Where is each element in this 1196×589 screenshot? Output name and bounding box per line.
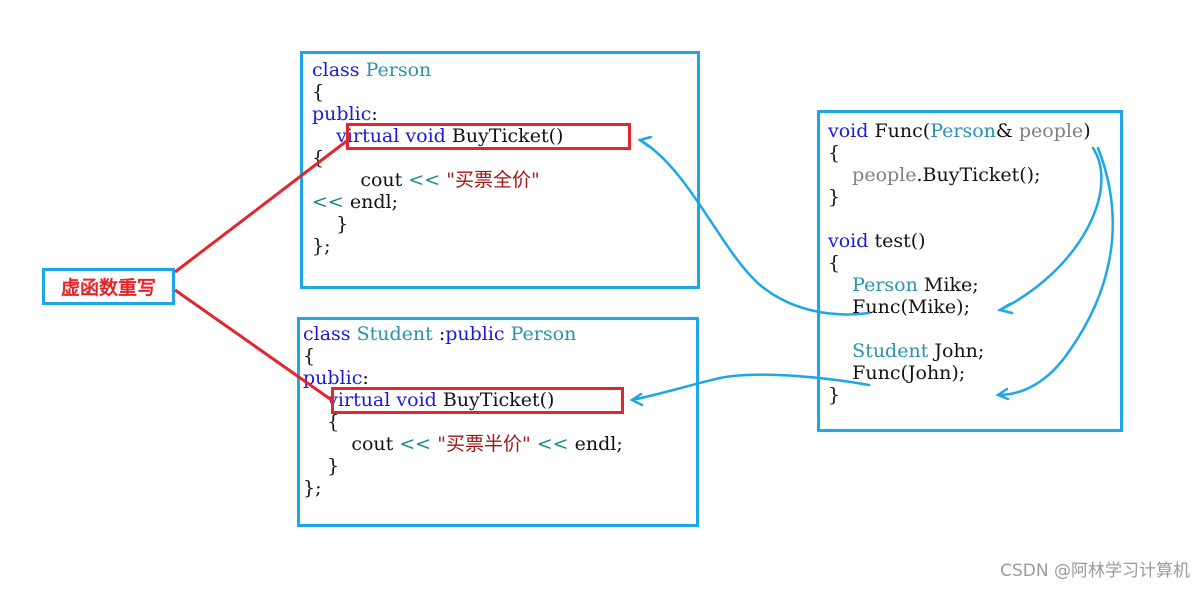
brace: } bbox=[336, 213, 349, 235]
ampersand: & bbox=[995, 120, 1013, 142]
arrowhead-mike bbox=[996, 302, 1014, 315]
arrowhead-student bbox=[629, 392, 644, 407]
method-name: BuyTicket() bbox=[451, 125, 564, 147]
keyword: void bbox=[396, 389, 437, 411]
brace: { bbox=[327, 411, 340, 433]
person-virtual-highlight bbox=[346, 123, 631, 150]
call-expression: Func(Mike); bbox=[852, 296, 970, 318]
operator: << bbox=[408, 169, 441, 191]
func-test-box: void Func(Person& people) { people.BuyTi… bbox=[817, 110, 1123, 432]
keyword: void bbox=[828, 120, 869, 142]
paren: ) bbox=[1083, 120, 1091, 142]
type-name: Student bbox=[852, 340, 929, 362]
brace: } bbox=[828, 384, 841, 406]
student-class-code: class Student :public Person { public: v… bbox=[303, 323, 623, 499]
call-expression: Func(John); bbox=[852, 362, 966, 384]
function-name: Func( bbox=[874, 120, 931, 142]
red-connector-person bbox=[174, 138, 349, 274]
function-name: test() bbox=[874, 230, 926, 252]
type-name: Person bbox=[852, 274, 918, 296]
identifier: endl; bbox=[574, 433, 623, 455]
arrowhead-john bbox=[995, 387, 1010, 401]
keyword: void bbox=[828, 230, 869, 252]
type-name: Person bbox=[930, 120, 996, 142]
brace: }; bbox=[312, 235, 331, 257]
arrow-people-to-mike bbox=[998, 146, 1103, 312]
arrow-mike-to-person bbox=[638, 138, 871, 316]
person-class-code: class Person { public: virtual void BuyT… bbox=[312, 59, 563, 257]
type-name: Student bbox=[356, 323, 433, 345]
red-connectors bbox=[174, 138, 349, 403]
brace: } bbox=[828, 186, 841, 208]
operator: << bbox=[312, 191, 344, 213]
string-literal: "买票半价" bbox=[437, 433, 531, 455]
brace: { bbox=[303, 345, 316, 367]
label-text: 虚函数重写 bbox=[60, 277, 156, 299]
colon: : bbox=[371, 103, 378, 125]
operator: << bbox=[399, 433, 432, 455]
colon: : bbox=[362, 367, 369, 389]
parameter: people bbox=[852, 164, 917, 186]
func-test-code: void Func(Person& people) { people.BuyTi… bbox=[828, 120, 1091, 406]
identifier: cout bbox=[351, 433, 394, 455]
keyword: virtual bbox=[327, 389, 391, 411]
brace: { bbox=[828, 142, 841, 164]
arrowhead-person bbox=[637, 135, 653, 148]
keyword: public bbox=[445, 323, 505, 345]
keyword: virtual bbox=[336, 125, 400, 147]
identifier: Mike; bbox=[923, 274, 979, 296]
keyword: public bbox=[303, 367, 363, 389]
operator: << bbox=[536, 433, 569, 455]
arrow-people-to-john bbox=[996, 146, 1114, 397]
brace: { bbox=[312, 81, 325, 103]
red-connector-student bbox=[174, 288, 334, 403]
brace: { bbox=[828, 252, 841, 274]
keyword: void bbox=[405, 125, 446, 147]
keyword: class bbox=[312, 59, 360, 81]
type-name: Person bbox=[365, 59, 432, 81]
type-name: Person bbox=[510, 323, 577, 345]
watermark: CSDN @阿林学习计算机 bbox=[1000, 561, 1190, 581]
identifier: cout bbox=[360, 169, 403, 191]
brace: }; bbox=[303, 477, 322, 499]
arrow-john-to-student bbox=[630, 373, 871, 402]
call-expression: .BuyTicket(); bbox=[916, 164, 1041, 186]
colon: : bbox=[438, 323, 446, 345]
identifier: John; bbox=[934, 340, 985, 362]
virtual-override-label: 虚函数重写 bbox=[42, 268, 175, 305]
keyword: class bbox=[303, 323, 351, 345]
parameter: people bbox=[1018, 120, 1084, 142]
keyword: public bbox=[312, 103, 372, 125]
brace: } bbox=[327, 455, 340, 477]
person-class-box: class Person { public: virtual void BuyT… bbox=[300, 51, 700, 289]
string-literal: "买票全价" bbox=[446, 169, 540, 191]
student-class-box: class Student :public Person { public: v… bbox=[297, 317, 699, 527]
method-name: BuyTicket() bbox=[442, 389, 555, 411]
identifier: endl; bbox=[349, 191, 399, 213]
blue-arrows bbox=[629, 135, 1114, 407]
